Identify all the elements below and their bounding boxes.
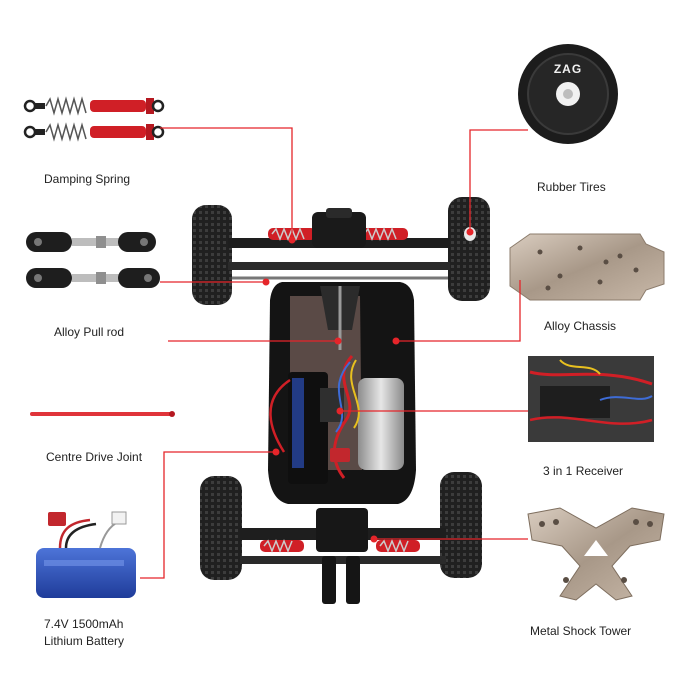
rear-right-wheel — [440, 472, 482, 578]
label-alloy-chassis: Alloy Chassis — [544, 319, 617, 333]
centre-drive-joint-part — [30, 411, 175, 417]
front-left-wheel — [192, 205, 232, 305]
damping-spring-part — [23, 96, 165, 142]
label-receiver: 3 in 1 Receiver — [543, 464, 624, 478]
alloy-chassis-part — [509, 233, 665, 301]
shock-tower-part — [527, 507, 665, 601]
car-top-view — [192, 197, 490, 604]
tire-brand-mark: ZAG — [553, 62, 583, 76]
callout-battery — [140, 451, 276, 579]
label-battery-spec: 7.4V 1500mAh — [44, 617, 124, 631]
label-shock-tower: Metal Shock Tower — [530, 624, 632, 638]
rear-left-wheel — [200, 476, 242, 580]
callout-dots — [262, 228, 474, 543]
label-rubber-tires: Rubber Tires — [537, 180, 606, 194]
alloy-pull-rod-part — [26, 232, 160, 288]
label-alloy-pull-rod: Alloy Pull rod — [54, 325, 125, 339]
callout-damping-spring — [160, 127, 293, 240]
rubber-tire-part — [518, 44, 618, 144]
label-battery-type: Lithium Battery — [44, 634, 125, 648]
receiver-part — [528, 356, 654, 442]
callout-tires — [469, 129, 528, 232]
label-centre-drive-joint: Centre Drive Joint — [46, 450, 143, 464]
battery-part — [36, 511, 136, 598]
callout-lines — [140, 127, 528, 579]
label-damping-spring: Damping Spring — [44, 172, 131, 186]
front-right-wheel — [448, 197, 490, 301]
callout-chassis — [396, 280, 521, 342]
